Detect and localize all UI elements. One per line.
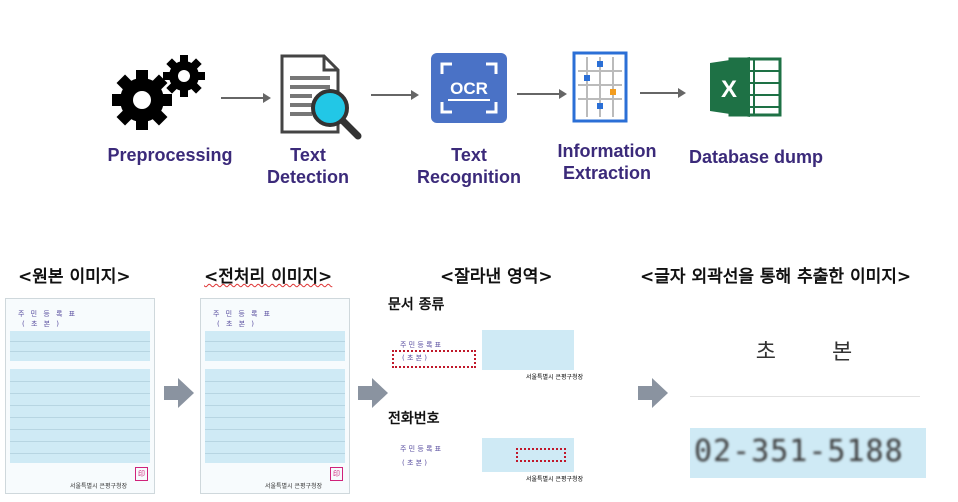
gears-icon — [108, 52, 214, 134]
doc-row-line — [10, 351, 150, 352]
section-title-cropped: <잘라낸 영역> — [440, 262, 553, 287]
doc-footer: 서울특별시 은평구청장 — [70, 481, 127, 490]
crop-label-phone: 전화번호 — [388, 408, 440, 428]
preprocessed-document-image: 주 민 등 록 표 ( 초 본 ) 印 서울특별시 은평구청장 — [200, 298, 350, 494]
doc-row-line — [10, 341, 150, 342]
doc-row-line — [10, 429, 150, 430]
section-title-outline: <글자 외곽선을 통해 추출한 이미지> — [640, 262, 911, 287]
doc-row-line — [10, 453, 150, 454]
stage-label-preprocessing: Preprocessing — [94, 144, 246, 166]
extracted-phone-text: 02-351-5188 — [694, 434, 904, 469]
excel-icon: X — [708, 55, 782, 119]
crop-doc-subtitle: ( 초 본 ) — [402, 353, 427, 363]
doc-row-line — [10, 381, 150, 382]
ocr-icon: OCR — [430, 52, 508, 124]
doc-row-line — [205, 405, 345, 406]
stage-label-text-detection: Text Detection — [248, 144, 368, 188]
doc-table-band — [205, 369, 345, 463]
original-document-image: 주 민 등 록 표 ( 초 본 ) 印 서울특별시 은평구청장 — [5, 298, 155, 494]
doc-row-line — [205, 441, 345, 442]
doc-subtitle: ( 초 본 ) — [217, 319, 256, 329]
doc-stamp: 印 — [135, 467, 148, 481]
doc-row-line — [205, 453, 345, 454]
crop-phone-image: 주 민 등 록 표 ( 초 본 ) 서울특별시 은평구청장 — [386, 434, 612, 484]
grid-extraction-icon — [572, 51, 628, 123]
crop-doc-footer: 서울특별시 은평구청장 — [526, 474, 583, 483]
doc-title: 주 민 등 록 표 — [213, 309, 272, 319]
doc-subtitle: ( 초 본 ) — [22, 319, 61, 329]
doc-row-line — [205, 429, 345, 430]
stage-label-information-extraction: Information Extraction — [546, 140, 668, 184]
divider-line — [690, 396, 920, 397]
flow-arrow — [221, 97, 269, 99]
svg-text:OCR: OCR — [450, 79, 488, 98]
doc-row-line — [205, 417, 345, 418]
doc-table-band — [10, 331, 150, 361]
doc-row-line — [10, 441, 150, 442]
crop-label-doc-type: 문서 종류 — [388, 294, 444, 314]
arrow-right-icon — [372, 378, 388, 408]
flow-arrow — [371, 94, 417, 96]
doc-row-line — [205, 381, 345, 382]
doc-row-line — [10, 417, 150, 418]
crop-doc-title: 주 민 등 록 표 — [400, 340, 441, 350]
doc-row-line — [205, 393, 345, 394]
crop-doc-footer: 서울특별시 은평구청장 — [526, 372, 583, 381]
flow-arrow — [517, 93, 565, 95]
extracted-phone-image: 02-351-5188 — [690, 428, 926, 478]
section-title-preprocessed: <전처리 이미지> — [204, 262, 332, 287]
crop-doc-type-image: 주 민 등 록 표 ( 초 본 ) 서울특별시 은평구청장 — [386, 326, 612, 382]
section-title-original: <원본 이미지> — [18, 262, 131, 287]
crop-doc-subtitle: ( 초 본 ) — [402, 458, 427, 468]
doc-row-line — [10, 405, 150, 406]
doc-table-band — [10, 369, 150, 463]
stage-label-database-dump: Database dump — [676, 146, 836, 168]
doc-stamp: 印 — [330, 467, 343, 481]
doc-table-band — [205, 331, 345, 361]
arrow-right-icon — [178, 378, 194, 408]
extracted-doc-type-image: 초 본 — [690, 334, 920, 364]
doc-row-line — [205, 341, 345, 342]
stage-label-text-recognition: Text Recognition — [406, 144, 532, 188]
crop-band — [482, 330, 574, 370]
crop-doc-title: 주 민 등 록 표 — [400, 444, 441, 454]
doc-row-line — [10, 393, 150, 394]
doc-footer: 서울특별시 은평구청장 — [265, 481, 322, 490]
arrow-right-icon — [652, 378, 668, 408]
flow-arrow — [640, 92, 684, 94]
doc-title: 주 민 등 록 표 — [18, 309, 77, 319]
document-magnifier-icon — [278, 52, 364, 140]
svg-text:X: X — [721, 76, 737, 103]
doc-row-line — [205, 351, 345, 352]
crop-highlight-box — [516, 448, 566, 462]
